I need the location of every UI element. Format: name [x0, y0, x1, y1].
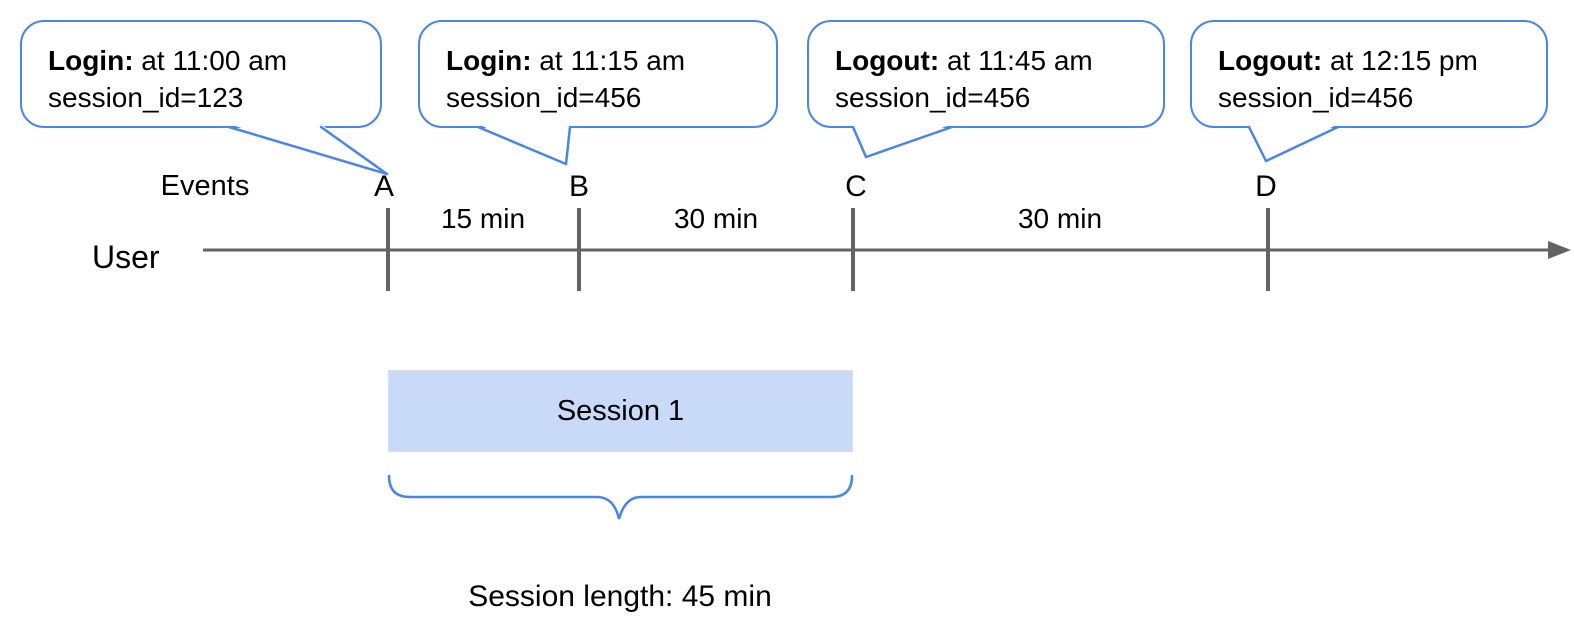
event-marker-label-a: A — [373, 170, 394, 203]
session-id-label: session_id=123 — [48, 82, 244, 113]
callout-line1: Logout: at 12:15 pm — [1218, 42, 1546, 79]
callout-logout-c: Logout: at 11:45 am session_id=456 — [807, 20, 1165, 128]
event-type-label: Logout: — [1218, 45, 1323, 76]
event-type-label: Login: — [48, 45, 134, 76]
event-time-label: at 11:45 am — [939, 45, 1093, 76]
session-1-label: Session 1 — [556, 394, 685, 427]
session-1-box: Session 1 — [388, 370, 853, 452]
callout-line1: Logout: at 11:45 am — [835, 42, 1163, 79]
event-marker-label-b: B — [568, 170, 589, 203]
session-id-label: session_id=456 — [835, 82, 1031, 113]
callout-line1: Login: at 11:00 am — [48, 42, 380, 79]
callout-tail-c — [851, 124, 954, 159]
interval-label-bc: 30 min — [673, 203, 759, 234]
callout-logout-d: Logout: at 12:15 pm session_id=456 — [1190, 20, 1548, 128]
callout-line1: Login: at 11:15 am — [446, 42, 776, 79]
event-type-label: Logout: — [835, 45, 940, 76]
event-marker-label-d: D — [1255, 170, 1277, 203]
events-axis-title: Events — [160, 170, 250, 202]
event-marker-label-c: C — [845, 170, 867, 203]
event-time-label: at 11:00 am — [133, 45, 288, 76]
session-id-label: session_id=456 — [446, 82, 642, 113]
event-type-label: Login: — [446, 45, 532, 76]
interval-label-ab: 15 min — [440, 203, 526, 234]
callout-login-a: Login: at 11:00 am session_id=123 — [20, 20, 382, 128]
event-time-label: at 12:15 pm — [1322, 45, 1478, 76]
timeline-arrowhead-icon — [1548, 241, 1571, 259]
event-time-label: at 11:15 am — [531, 45, 686, 76]
session-id-label: session_id=456 — [1218, 82, 1414, 113]
interval-label-cd: 30 min — [1017, 203, 1103, 234]
callout-tail-b — [476, 124, 572, 166]
callout-tail-a — [227, 124, 389, 176]
timeline-row-label: User — [92, 239, 160, 275]
callout-login-b: Login: at 11:15 am session_id=456 — [418, 20, 778, 128]
callout-tail-d — [1247, 124, 1340, 163]
session-length-brace — [387, 474, 854, 520]
session-length-caption: Session length: 45 min — [468, 580, 772, 613]
